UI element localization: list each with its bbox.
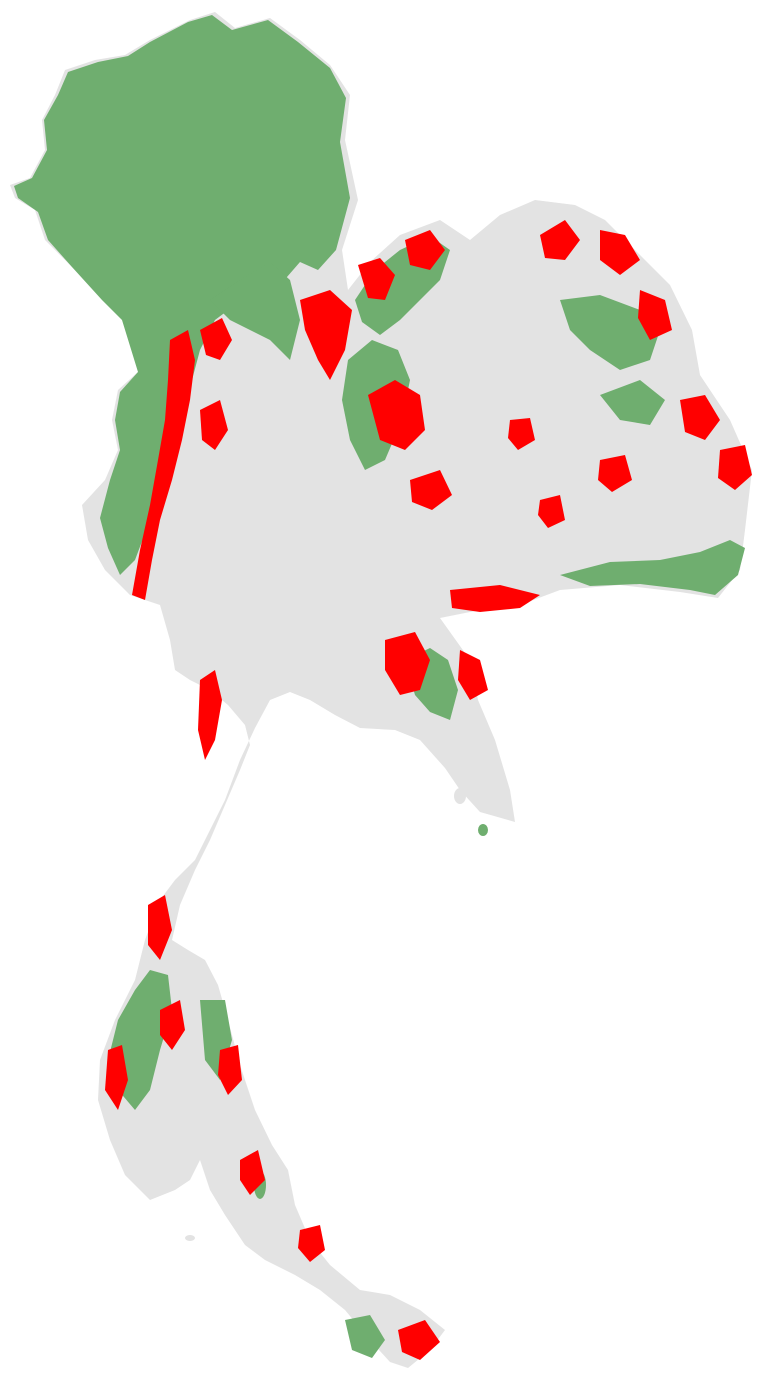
island-south-1 [185,1235,195,1241]
change-north-ne-1 [358,258,395,300]
change-mid-1 [410,470,452,510]
change-layer [105,220,752,1360]
change-e-3 [598,455,632,492]
change-north-ne-2 [405,230,445,270]
forest-east-1 [560,295,660,370]
change-south-2 [240,1150,265,1195]
forest-island [478,824,488,836]
change-peninsula-1 [148,895,172,960]
change-mid-2 [508,418,535,450]
change-central-2 [368,380,425,450]
change-far-south [398,1320,440,1360]
change-peninsula-3 [160,1000,185,1050]
change-ne-1 [540,220,580,260]
change-mid-3 [538,495,565,528]
change-north-ring [200,318,232,360]
change-e-1 [680,395,720,440]
change-central-ridge [300,290,352,380]
change-south-1 [218,1045,242,1095]
forest-north-west [14,15,350,575]
change-west-ridge [132,330,195,600]
forest-south-east-border [560,540,745,595]
change-e-2 [718,445,752,490]
change-ne-3 [638,290,672,340]
change-ne-2 [600,230,640,275]
change-central-left [200,400,228,450]
change-south-border [450,585,540,612]
change-west-coast [198,670,222,760]
forest-far-south [345,1315,385,1358]
change-se-2 [458,650,488,700]
forest-east-2 [600,380,665,425]
change-se-1 [385,632,430,695]
forest-north-centre [210,262,300,360]
change-peninsula-2 [105,1045,128,1110]
island-east-1 [454,788,466,804]
change-south-3 [298,1225,325,1262]
